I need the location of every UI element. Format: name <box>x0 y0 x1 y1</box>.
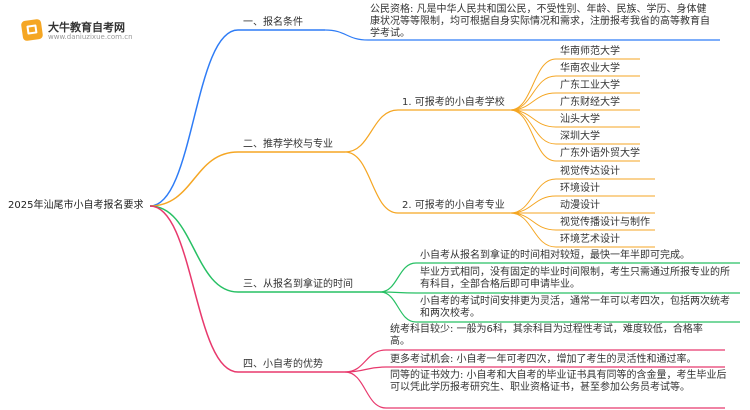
mindmap-links <box>149 29 740 409</box>
link-school-5 <box>509 109 557 145</box>
link-root-branch4 <box>149 205 239 373</box>
major-item: 视觉传达设计 <box>560 166 620 177</box>
school-subbranch-label: 1. 可报考的小自考学校 <box>402 97 505 108</box>
branch-3-leaf: 小自考从报名到拿证的时间相对较短，最快一年半即可完成。 <box>420 250 690 261</box>
branch-1-leaf: 公民资格: 凡是中华人民共和国公民，不受性别、年龄、民族、学历、身体健康状况等等… <box>370 4 710 39</box>
site-logo: 大牛教育自考网 www.daniuzixue.com.cn <box>20 18 172 44</box>
branch-4-leaf: 同等的证书效力: 小自考和大自考的毕业证书具有同等的含金量，考生毕业后可以凭此学… <box>390 370 727 393</box>
branch-3-leaf: 小自考的考试时间安排更为灵活，通常一年可以考四次，包括两次统考和两次校考。 <box>420 296 730 319</box>
link-branch4-leaf-1 <box>344 366 387 373</box>
branch-1-label: 一、报名条件 <box>243 17 303 28</box>
branch-2-label: 二、推荐学校与专业 <box>243 139 333 150</box>
school-item: 华南农业大学 <box>560 63 620 74</box>
school-item: 汕头大学 <box>560 114 600 125</box>
link-branch2-schools <box>344 109 399 153</box>
school-item: 华南师范大学 <box>560 46 620 57</box>
major-item: 环境艺术设计 <box>560 234 620 245</box>
link-branch4-leaf-0 <box>344 349 387 373</box>
logo-url: www.daniuzixue.com.cn <box>48 33 133 41</box>
link-school-1 <box>509 75 557 111</box>
link-major-0 <box>509 178 557 214</box>
major-item: 动漫设计 <box>560 200 600 211</box>
link-major-1 <box>509 195 557 214</box>
link-root-branch1 <box>149 29 239 207</box>
root-node: 2025年汕尾市小自考报名要求 <box>8 200 144 211</box>
school-item: 深圳大学 <box>560 131 600 142</box>
school-item: 广东工业大学 <box>560 80 620 91</box>
major-subbranch-label: 2. 可报考的小自考专业 <box>402 200 505 211</box>
school-item: 广东财经大学 <box>560 97 620 108</box>
link-major-4 <box>509 212 557 248</box>
link-branch4-leaf-2 <box>344 371 387 409</box>
logo-name: 大牛教育自考网 <box>48 21 125 34</box>
link-school-2 <box>509 92 557 111</box>
major-item: 视觉传播设计与制作 <box>560 217 650 228</box>
link-school-4 <box>509 109 557 128</box>
branch-4-label: 四、小自考的优势 <box>243 359 323 370</box>
link-major-3 <box>509 212 557 231</box>
link-school-6 <box>509 109 557 162</box>
link-branch3-leaf-2 <box>379 291 417 323</box>
branch-3-leaf: 毕业方式相同，没有固定的毕业时间限制，考生只需通过所报专业的所有科目，全部合格后… <box>420 267 730 290</box>
link-root-branch2 <box>149 151 239 207</box>
school-item: 广东外语外贸大学 <box>560 148 640 159</box>
branch-3-label: 三、从报名到拿证的时间 <box>243 279 353 290</box>
branch-4-leaf: 更多考试机会: 小自考一年可考四次，增加了考生的灵活性和通过率。 <box>390 354 697 365</box>
link-root-branch3 <box>149 205 239 293</box>
branch-4-leaf: 统考科目较少: 一般为6科，其余科目为过程性考试，难度较低，合格率高。 <box>390 324 703 347</box>
link-branch3-leaf-0 <box>379 262 417 293</box>
link-branch2-majors <box>344 151 399 214</box>
link-branch1-leaf <box>324 29 369 41</box>
major-item: 环境设计 <box>560 183 600 194</box>
link-school-0 <box>509 58 557 111</box>
